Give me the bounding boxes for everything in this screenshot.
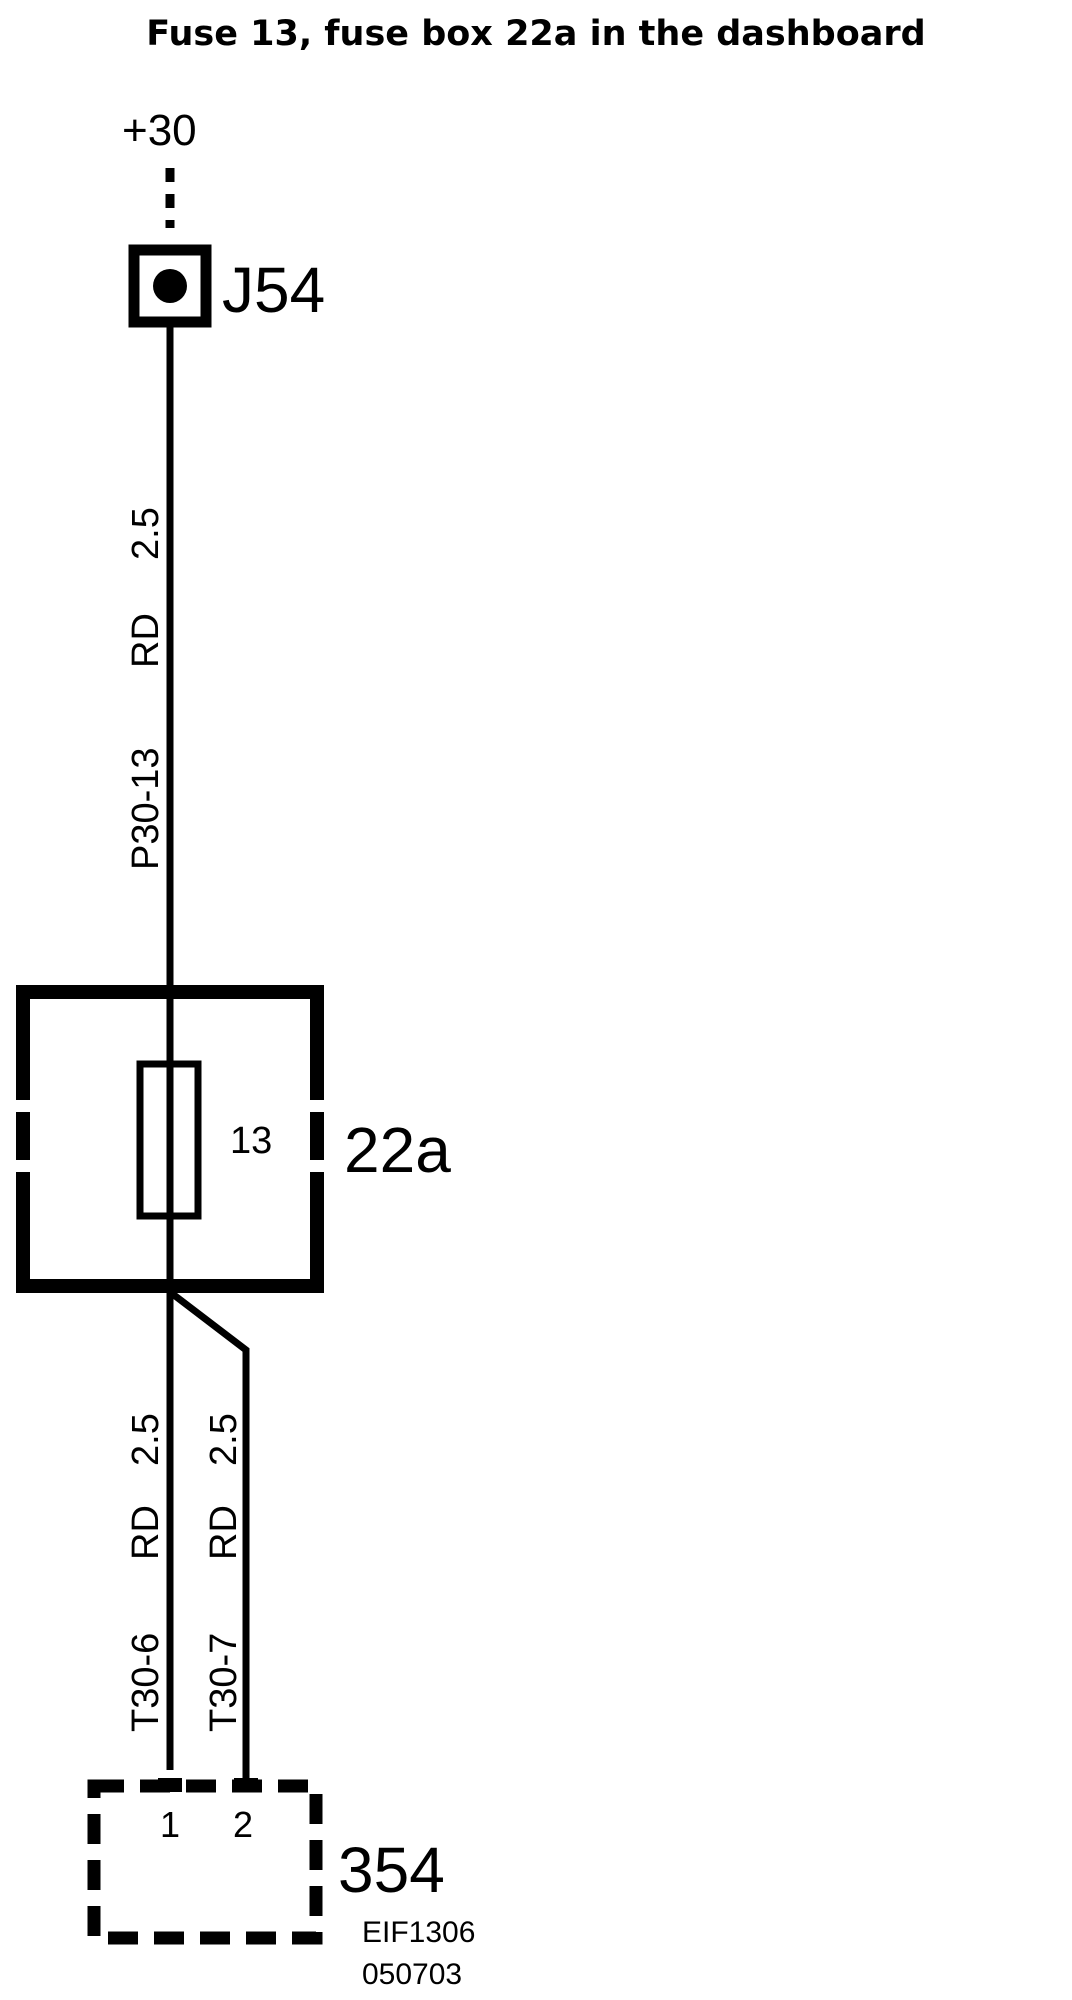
supply-label: +30 bbox=[122, 106, 197, 155]
connector-354-label: 354 bbox=[338, 1834, 445, 1906]
doc-code: EIF1306 bbox=[362, 1916, 475, 1949]
diagram-title: Fuse 13, fuse box 22a in the dashboard bbox=[146, 14, 926, 54]
wire-right-color: RD bbox=[203, 1505, 245, 1560]
connector-354-box bbox=[87, 1779, 323, 1945]
connector-354-pin2-label: 2 bbox=[233, 1804, 253, 1845]
wire-right-size: 2.5 bbox=[203, 1413, 245, 1466]
fuse-box-label: 22a bbox=[344, 1114, 451, 1186]
wire-left-color: RD bbox=[125, 1505, 167, 1560]
fuse-13-element bbox=[136, 1060, 202, 1220]
connector-354-pin1-mark bbox=[158, 1778, 182, 1792]
wire-top-size: 2.5 bbox=[125, 507, 167, 560]
connector-j54-label: J54 bbox=[222, 254, 325, 326]
wire-top-color: RD bbox=[125, 613, 167, 668]
fuse-number-label: 13 bbox=[230, 1120, 272, 1162]
connector-j54-pin bbox=[153, 269, 187, 303]
doc-date: 050703 bbox=[362, 1958, 462, 1991]
connector-354-pin2-mark bbox=[234, 1778, 258, 1792]
connector-354-pin1-label: 1 bbox=[160, 1804, 180, 1845]
wire-left-size: 2.5 bbox=[125, 1413, 167, 1466]
wire-left-id: T30-6 bbox=[125, 1633, 167, 1732]
wire-top-id: P30-13 bbox=[125, 747, 167, 870]
wire-t30-7 bbox=[167, 1289, 250, 1778]
wire-right-id: T30-7 bbox=[203, 1633, 245, 1732]
